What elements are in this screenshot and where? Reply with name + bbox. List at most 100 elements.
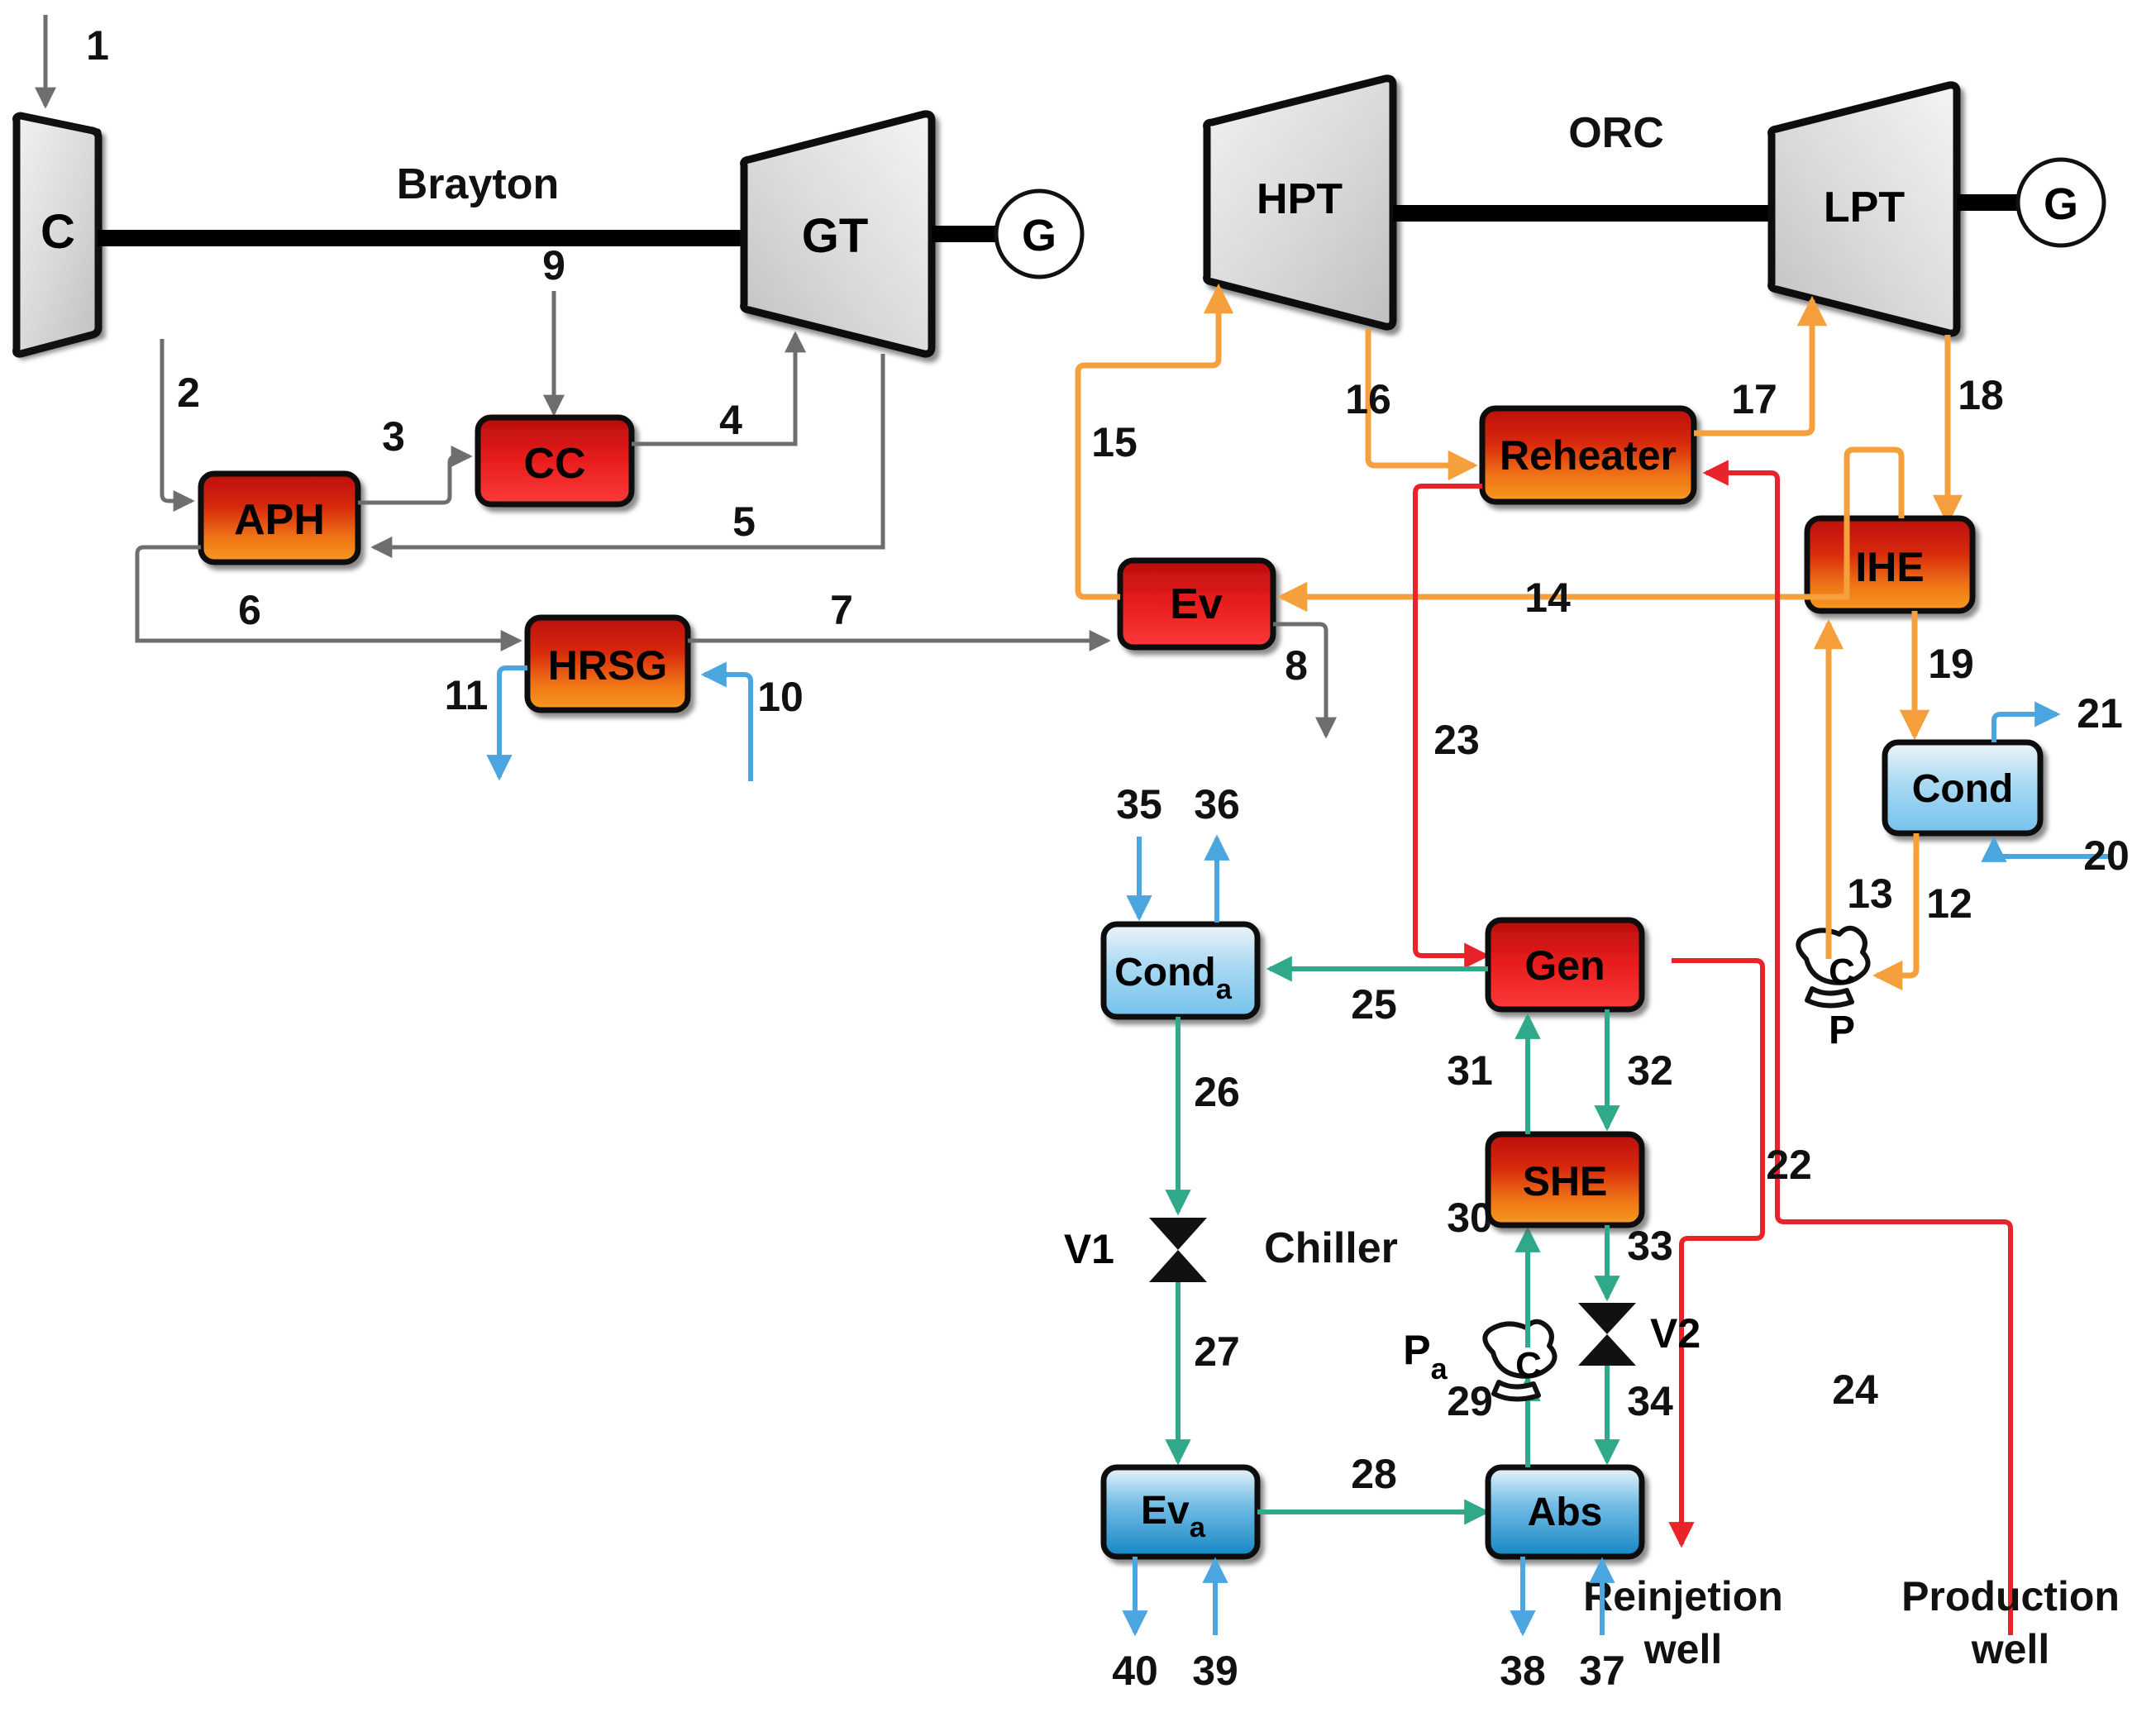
stream-label-10: 10: [757, 674, 804, 720]
high-pressure-turbine[interactable]: HPT: [1203, 74, 1397, 331]
absorber[interactable]: Abs: [1485, 1464, 1645, 1560]
reinjection-well-label: Reinjetion well: [1583, 1573, 1783, 1672]
orc-pump[interactable]: C P: [1796, 925, 1871, 1052]
stream-11: 11: [445, 665, 527, 781]
absorption-condenser[interactable]: Conda: [1100, 921, 1261, 1020]
stream-28: 28: [1257, 1451, 1491, 1525]
absorber-label: Abs: [1528, 1490, 1603, 1534]
stream-15: 15: [1075, 283, 1234, 600]
reheater[interactable]: Reheater: [1479, 405, 1697, 505]
svg-text:Production: Production: [1901, 1573, 2120, 1619]
generator-2-label: G: [2044, 179, 2078, 229]
stream-label-7: 7: [830, 587, 853, 633]
stream-32: 32: [1594, 1009, 1673, 1132]
absorption-pump-label: Pa: [1403, 1327, 1448, 1386]
stream-label-3: 3: [382, 413, 405, 460]
stream-16: 16: [1345, 329, 1479, 481]
absorption-evaporator[interactable]: Eva: [1100, 1464, 1261, 1560]
stream-37: 37: [1579, 1557, 1625, 1694]
stream-label-26: 26: [1194, 1069, 1240, 1115]
stream-34: 34: [1594, 1366, 1673, 1466]
valve-v2[interactable]: V2: [1578, 1303, 1700, 1366]
stream-36: 36: [1194, 781, 1240, 923]
stream-label-33: 33: [1627, 1223, 1673, 1269]
solution-heat-exchanger-label: SHE: [1523, 1158, 1608, 1204]
stream-5: 5: [370, 354, 885, 558]
low-pressure-turbine[interactable]: LPT: [1767, 81, 1961, 337]
stream-4: 4: [632, 331, 806, 446]
compressor-c[interactable]: C: [12, 112, 103, 358]
gas-turbine-label: GT: [802, 209, 869, 263]
hrsg[interactable]: HRSG: [524, 614, 691, 713]
orc-evaporator[interactable]: Ev: [1117, 557, 1276, 651]
stream-label-22: 22: [1766, 1142, 1812, 1188]
stream-26: 26: [1165, 1017, 1240, 1216]
stream-label-11: 11: [445, 672, 489, 718]
stream-12: 12: [1872, 833, 1972, 991]
absorption-pump-glyph-letter: C: [1515, 1345, 1542, 1386]
orc-pump-label: P: [1829, 1009, 1855, 1052]
stream-31: 31: [1447, 1013, 1541, 1134]
gas-turbine[interactable]: GT: [740, 110, 936, 358]
stream-1: 1: [35, 15, 109, 109]
stream-label-37: 37: [1579, 1648, 1625, 1694]
hrsg-label: HRSG: [548, 642, 667, 689]
generator-2[interactable]: G: [2015, 157, 2106, 248]
stream-label-13: 13: [1847, 870, 1893, 917]
brayton-cycle-label: Brayton: [397, 160, 559, 208]
stream-label-19: 19: [1928, 641, 1974, 687]
stream-label-15: 15: [1091, 419, 1138, 465]
valve-v2-label: V2: [1650, 1310, 1700, 1357]
stream-20: 20: [1981, 832, 2130, 879]
stream-10: 10: [700, 661, 804, 781]
chiller-cycle-label: Chiller: [1264, 1224, 1398, 1272]
stream-39: 39: [1192, 1557, 1238, 1694]
stream-9: 9: [542, 242, 565, 417]
stream-label-8: 8: [1285, 642, 1308, 689]
stream-3: 3: [358, 413, 473, 505]
air-preheater[interactable]: APH: [198, 470, 361, 565]
orc-condenser[interactable]: Cond: [1882, 739, 2044, 837]
production-well-label: Production well: [1901, 1573, 2120, 1672]
orc-evaporator-label: Ev: [1170, 580, 1223, 628]
stream-40: 40: [1112, 1557, 1158, 1694]
internal-heat-exchanger-label: IHE: [1855, 544, 1924, 590]
stream-label-18: 18: [1958, 372, 2004, 418]
solution-heat-exchanger[interactable]: SHE: [1485, 1131, 1645, 1228]
stream-17: 17: [1694, 295, 1828, 436]
generator-1[interactable]: G: [994, 188, 1085, 279]
orc-condenser-label: Cond: [1912, 767, 2014, 811]
high-pressure-turbine-label: HPT: [1257, 175, 1343, 223]
stream-label-6: 6: [238, 587, 261, 633]
stream-label-9: 9: [542, 242, 565, 289]
stream-label-21: 21: [2077, 690, 2123, 737]
absorption-generator[interactable]: Gen: [1485, 917, 1645, 1013]
stream-label-25: 25: [1351, 981, 1397, 1028]
stream-21: 21: [1991, 690, 2123, 742]
combustion-chamber[interactable]: CC: [475, 414, 635, 508]
stream-label-31: 31: [1447, 1047, 1493, 1094]
stream-22: 22: [1668, 958, 1812, 1548]
stream-7: 7: [688, 587, 1111, 651]
stream-label-4: 4: [719, 397, 742, 443]
air-preheater-label: APH: [234, 496, 325, 544]
compressor-c-label: C: [41, 205, 75, 259]
absorption-pump[interactable]: C Pa: [1403, 1319, 1557, 1402]
stream-23: 23: [1413, 484, 1491, 969]
stream-2: 2: [160, 339, 200, 512]
valve-v1[interactable]: V1: [1064, 1218, 1207, 1282]
stream-label-36: 36: [1194, 781, 1240, 827]
stream-label-38: 38: [1500, 1648, 1546, 1694]
stream-13: 13: [1813, 618, 1893, 959]
svg-text:Reinjetion: Reinjetion: [1583, 1573, 1783, 1619]
stream-38: 38: [1500, 1557, 1546, 1694]
stream-label-39: 39: [1192, 1648, 1238, 1694]
stream-label-5: 5: [732, 498, 756, 545]
stream-label-40: 40: [1112, 1648, 1158, 1694]
stream-label-23: 23: [1433, 717, 1480, 763]
orc-cycle-label: ORC: [1568, 109, 1664, 157]
stream-19: 19: [1899, 611, 1974, 741]
stream-label-29: 29: [1447, 1378, 1493, 1424]
stream-30: 30: [1447, 1195, 1541, 1347]
